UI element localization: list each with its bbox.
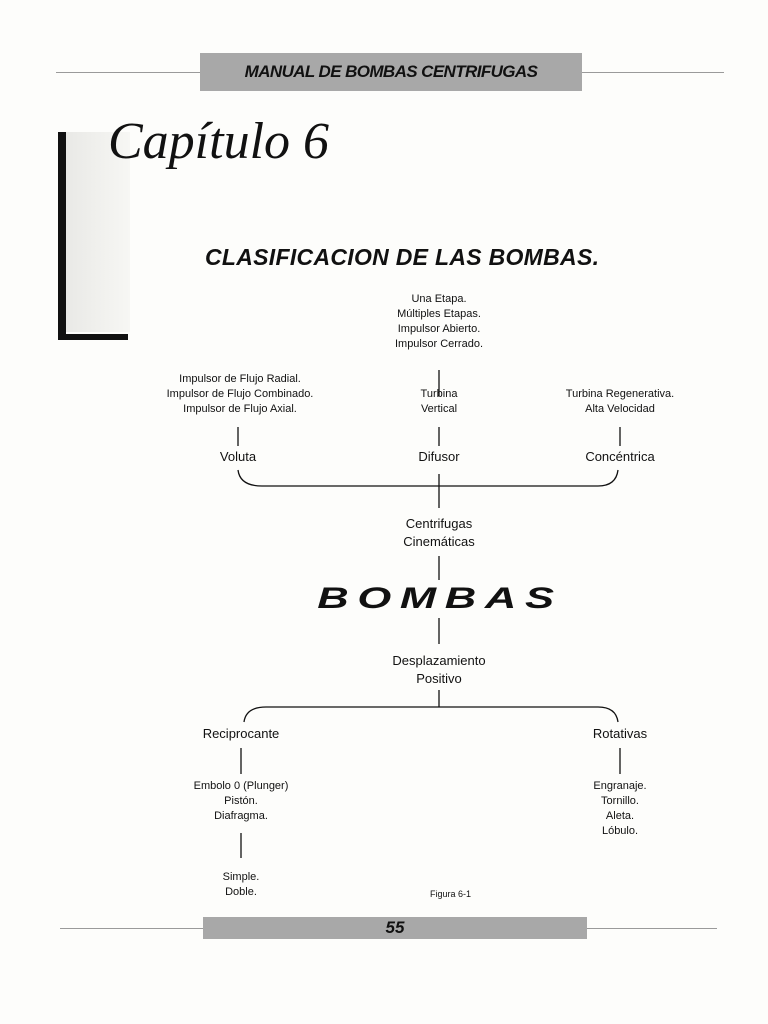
section-title: CLASIFICACION DE LAS BOMBAS.: [205, 244, 600, 270]
header-band: MANUAL DE BOMBAS CENTRIFUGAS: [200, 53, 582, 91]
reciprocante-list: Embolo 0 (Plunger) Pistón. Diafragma.: [193, 780, 289, 822]
rotativas-label: Rotativas: [592, 726, 648, 741]
left-impulsor-list: Impulsor de Flujo Radial. Impulsor de Fl…: [166, 373, 314, 415]
difusor-label: Difusor: [418, 449, 460, 464]
reciprocante-label: Reciprocante: [202, 726, 280, 741]
concentrica-label: Concéntrica: [585, 449, 655, 464]
figure-caption: Figura 6-1: [430, 889, 472, 899]
bracket-centrifugas: [237, 469, 619, 487]
voluta-label: Voluta: [219, 449, 257, 464]
header-rule-left: [56, 72, 200, 73]
rotativas-list: Engranaje. Tornillo. Aleta. Lóbulo.: [593, 780, 647, 837]
desplazamiento-label: Desplazamiento Positivo: [392, 653, 486, 686]
turbina-vertical: Turbina Vertical: [420, 388, 458, 415]
right-turbina-list: Turbina Regenerativa. Alta Velocidad: [565, 388, 675, 415]
chapter-title: Capítulo 6: [108, 113, 330, 170]
header-rule-right: [582, 72, 724, 73]
chapter-bar: [58, 132, 66, 340]
footer-band: 55: [203, 917, 587, 939]
centrifugas-label: Centrifugas Cinemáticas: [403, 516, 475, 549]
bombas-title: BOMBAS: [317, 582, 563, 615]
simple-doble-list: Simple. Doble.: [222, 871, 260, 898]
page-number: 55: [385, 918, 405, 937]
footer-rule-right: [587, 928, 717, 929]
footer-rule-left: [60, 928, 203, 929]
chapter-shade: [66, 132, 130, 332]
bracket-desplazamiento: [243, 706, 619, 723]
top-center-list: Una Etapa. Múltiples Etapas. Impulsor Ab…: [394, 293, 484, 350]
chapter-bar-bottom: [58, 334, 128, 340]
header-title: MANUAL DE BOMBAS CENTRIFUGAS: [244, 62, 538, 81]
